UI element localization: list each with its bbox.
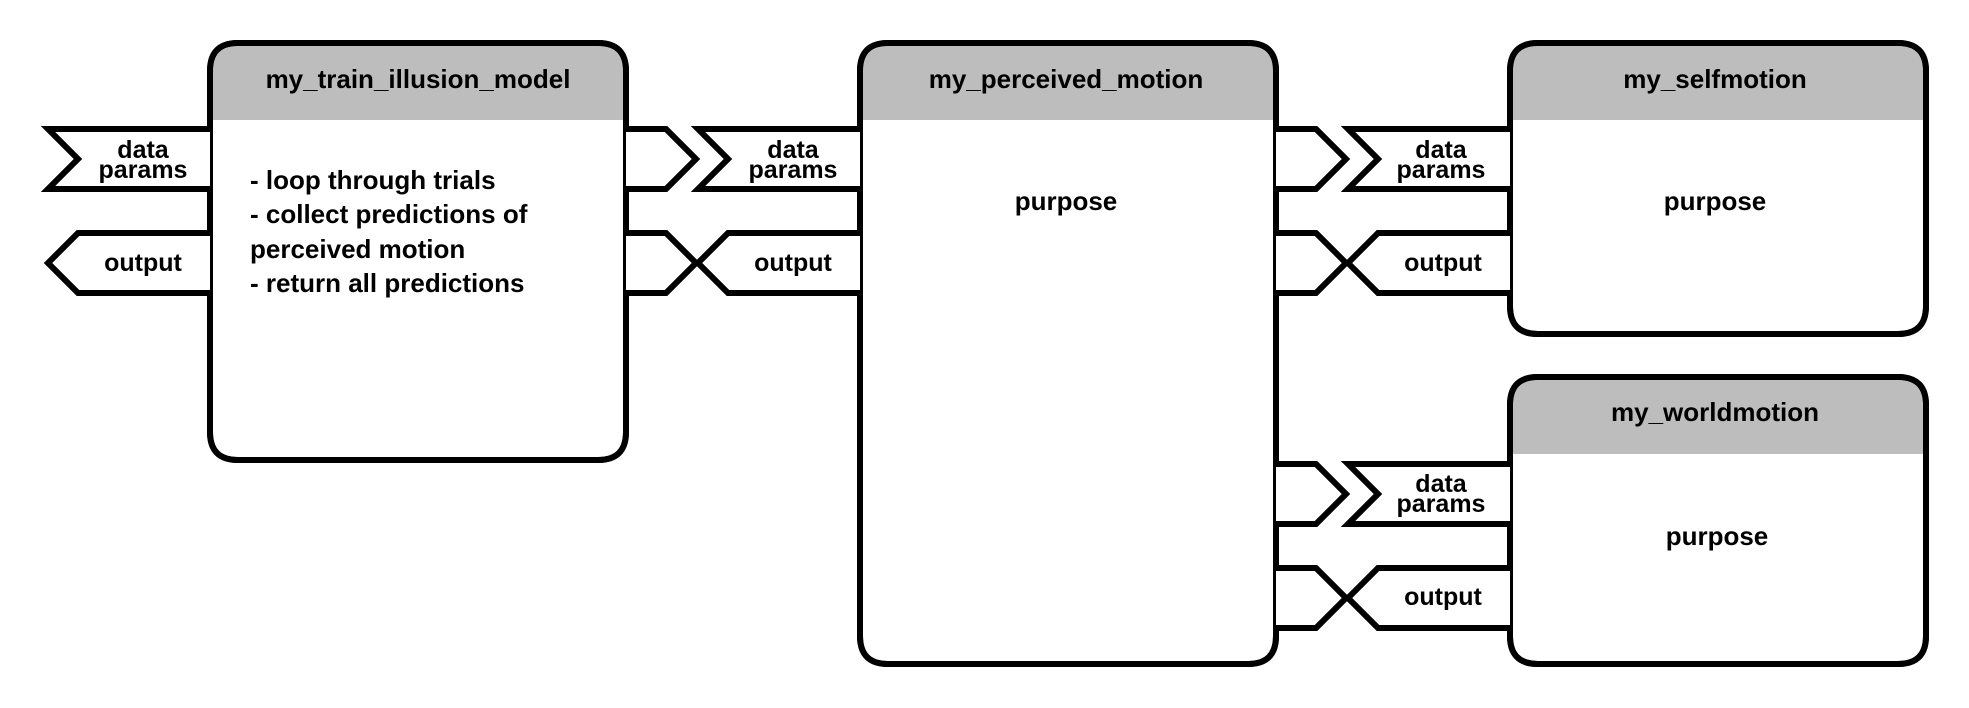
port-label-params: params bbox=[1397, 156, 1486, 184]
module-title: my_worldmotion bbox=[1611, 397, 1819, 427]
connector-perceived-to-selfmotion bbox=[1276, 126, 1351, 296]
input-port-worldmotion: data params bbox=[1340, 461, 1510, 527]
module-selfmotion: my_selfmotion purpose bbox=[1507, 40, 1929, 337]
output-port-worldmotion: output bbox=[1343, 565, 1510, 631]
port-label-data: data bbox=[117, 136, 170, 164]
input-port-perceived: data params bbox=[690, 126, 860, 192]
module-title: my_perceived_motion bbox=[929, 64, 1204, 94]
output-port-train: output bbox=[43, 230, 210, 296]
module-title: my_selfmotion bbox=[1623, 64, 1807, 94]
module-body-line: - loop through trials bbox=[250, 165, 496, 195]
module-body: purpose bbox=[1666, 521, 1769, 551]
module-body-line: - return all predictions bbox=[250, 268, 525, 298]
module-body-line: - collect predictions of bbox=[250, 199, 528, 229]
module-title: my_train_illusion_model bbox=[266, 64, 571, 94]
module-body: purpose bbox=[1015, 186, 1118, 216]
port-label-params: params bbox=[749, 156, 838, 184]
module-body: purpose bbox=[1664, 186, 1767, 216]
connector-train-to-perceived bbox=[626, 126, 701, 296]
port-label-data: data bbox=[767, 136, 820, 164]
connector-perceived-to-worldmotion bbox=[1276, 461, 1351, 631]
port-label-output: output bbox=[104, 249, 182, 277]
port-label-params: params bbox=[1397, 490, 1486, 518]
port-label-data: data bbox=[1415, 470, 1468, 498]
module-body-line: perceived motion bbox=[250, 234, 465, 264]
port-label-params: params bbox=[99, 156, 188, 184]
module-worldmotion: my_worldmotion purpose bbox=[1507, 374, 1929, 667]
port-label-output: output bbox=[754, 249, 832, 277]
output-port-selfmotion: output bbox=[1343, 230, 1510, 296]
input-port-selfmotion: data params bbox=[1340, 126, 1510, 192]
port-label-data: data bbox=[1415, 136, 1468, 164]
module-train-illusion-model: my_train_illusion_model - loop through t… bbox=[207, 40, 629, 463]
module-perceived-motion: my_perceived_motion purpose bbox=[857, 40, 1279, 667]
input-port-train: data params bbox=[40, 126, 210, 192]
output-port-perceived: output bbox=[693, 230, 860, 296]
port-label-output: output bbox=[1404, 249, 1482, 277]
port-label-output: output bbox=[1404, 583, 1482, 611]
